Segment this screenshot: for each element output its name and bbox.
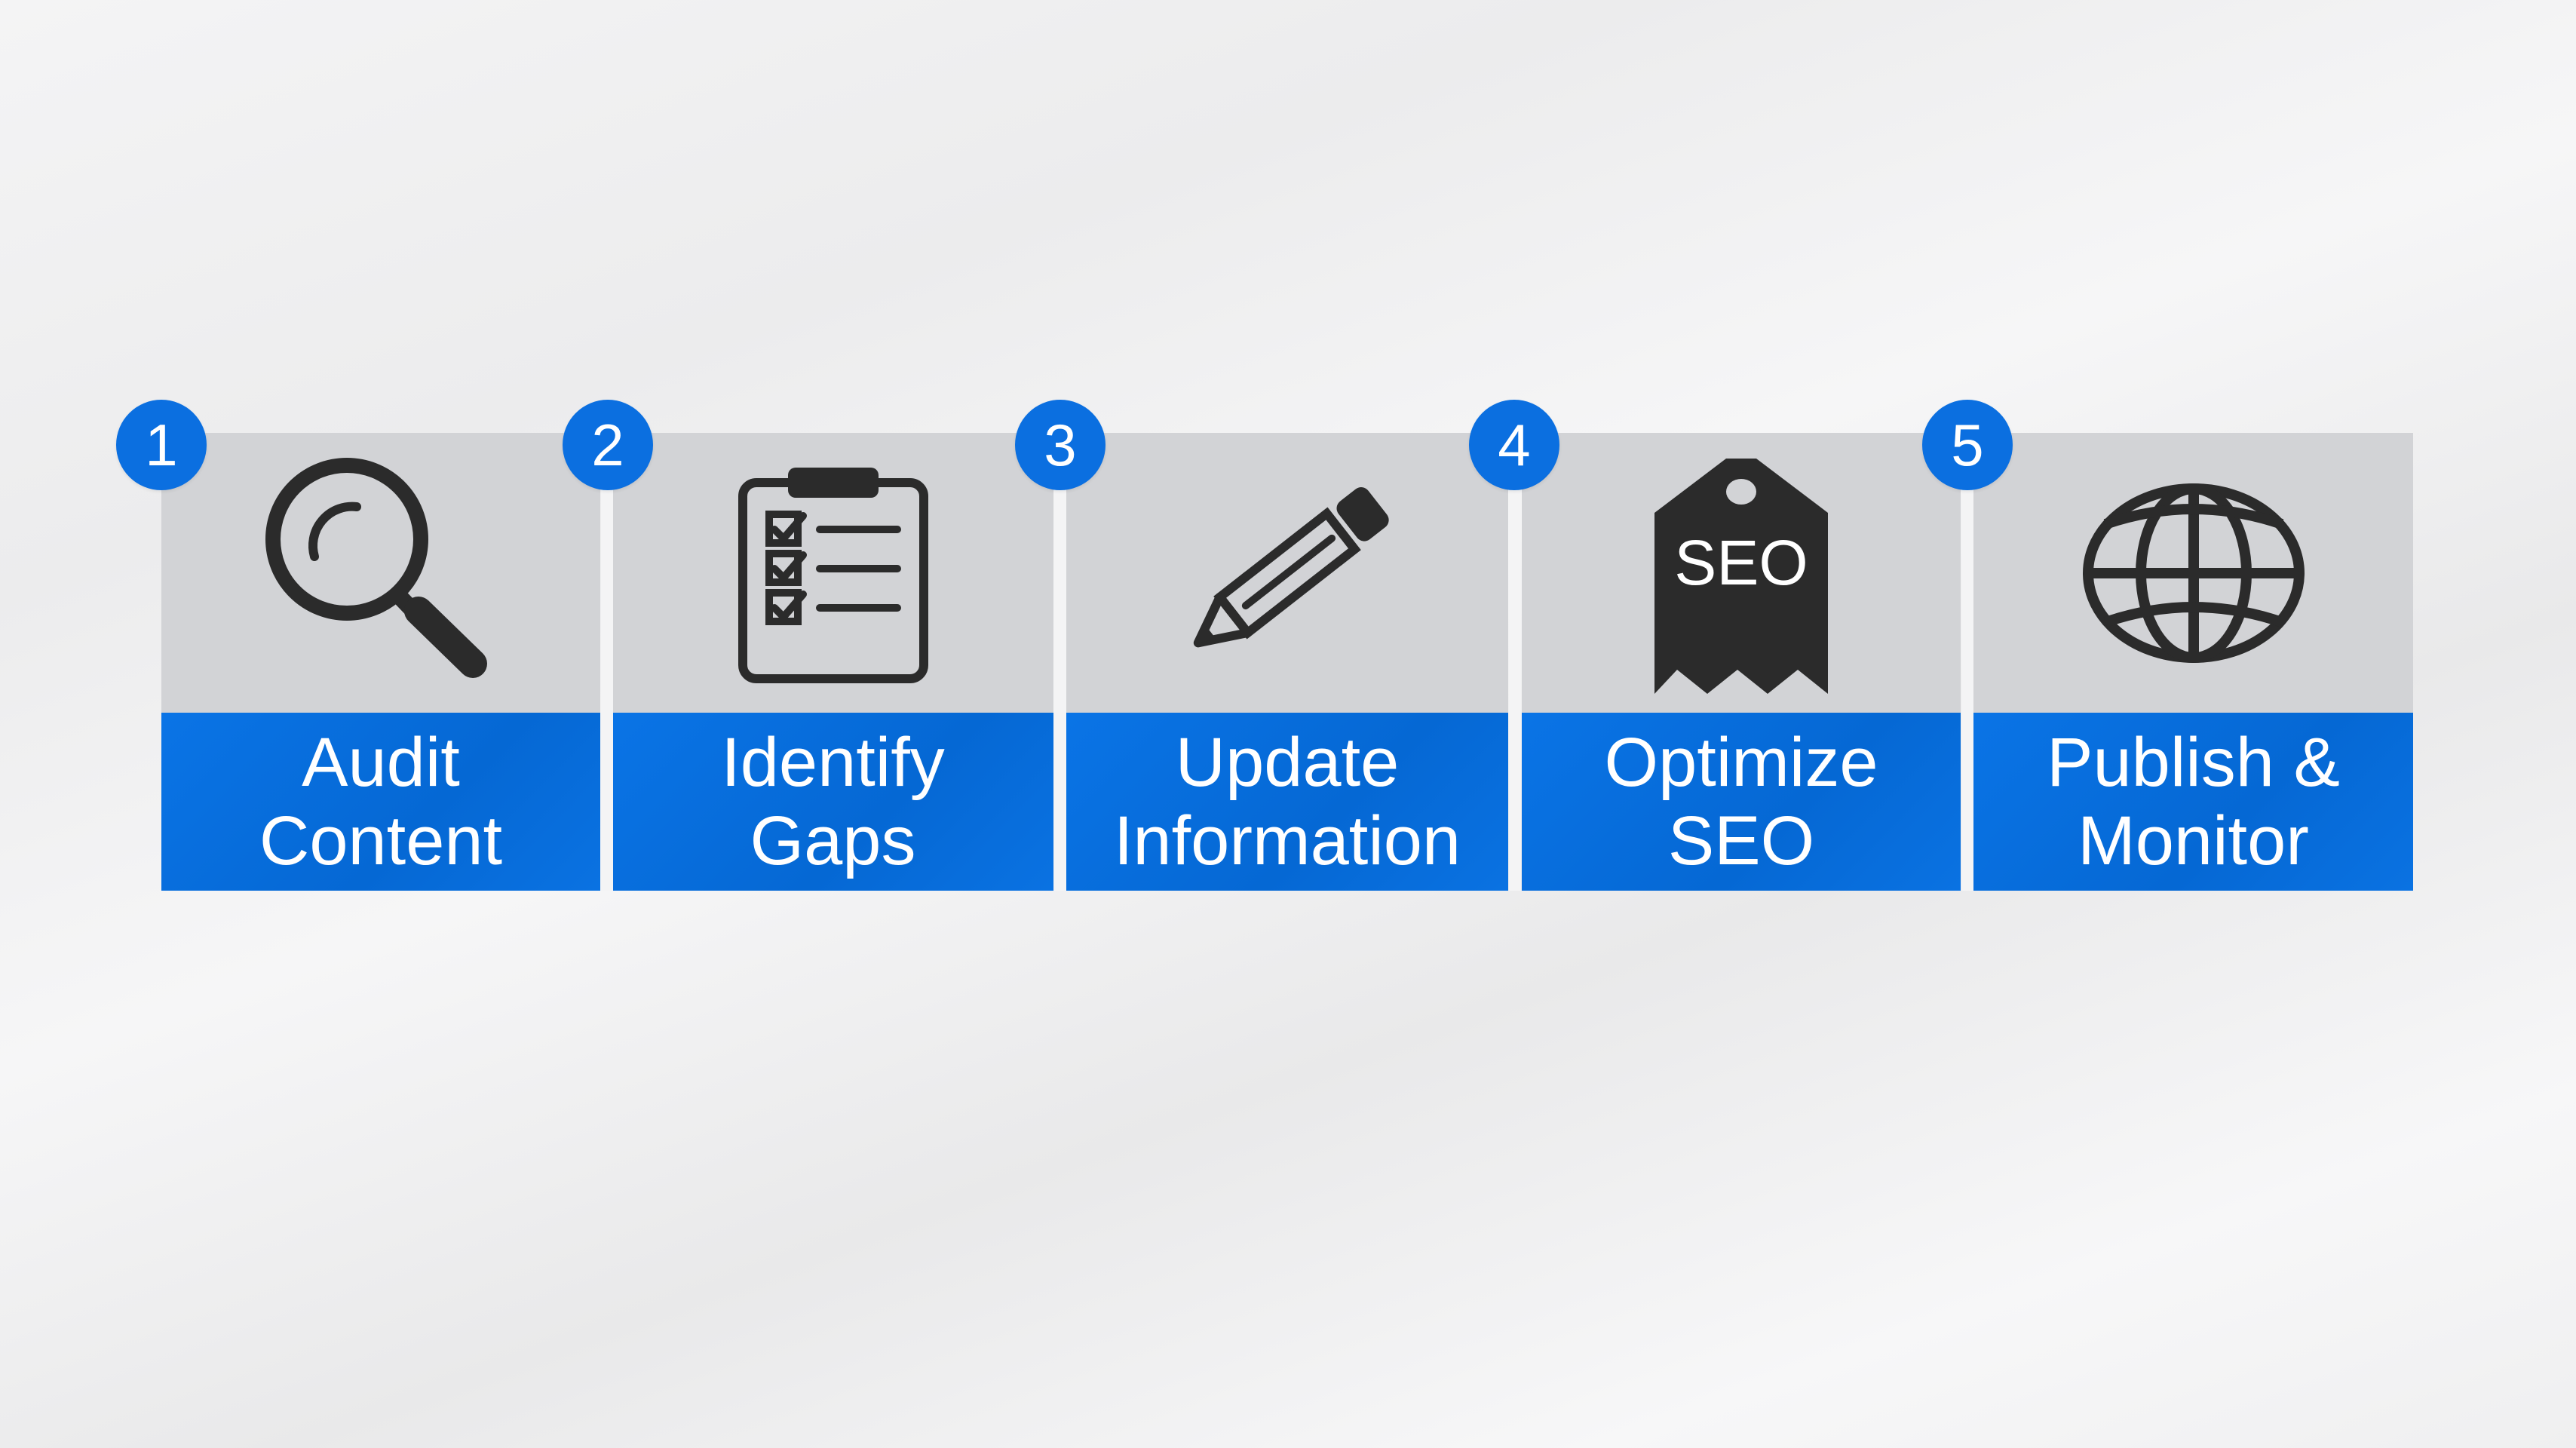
step-icon-panel: [1973, 433, 2413, 713]
step-divider: [1509, 468, 1521, 891]
step-label-line1: Audit: [302, 724, 460, 801]
step-divider: [1054, 468, 1066, 891]
step-number-badge-2: 2: [563, 400, 653, 490]
step-label-line1: Identify: [721, 724, 945, 801]
step-label-panel: Publish &Monitor: [1973, 713, 2413, 891]
step-label-line1: Optimize: [1604, 724, 1878, 801]
step-divider: [1961, 468, 1973, 891]
pencil-icon: [1193, 486, 1389, 647]
step-label-line1: Publish &: [2047, 724, 2340, 801]
seo-tag-text: SEO: [1674, 527, 1808, 598]
seo-tag-icon: SEO: [1654, 458, 1828, 694]
step-label-line2: SEO: [1667, 802, 1815, 879]
step-card-5: Publish &Monitor: [1973, 433, 2413, 891]
step-icon-panel: SEO: [1522, 433, 1961, 713]
globe-icon: [2082, 483, 2305, 663]
step-label-line2: Gaps: [750, 802, 916, 879]
step-label-line1: Update: [1175, 724, 1400, 801]
step-icon-panel: [161, 433, 600, 713]
step-icon-panel: [612, 433, 1053, 713]
step-number-badge-4: 4: [1469, 400, 1559, 490]
step-label-line2: Content: [259, 802, 503, 879]
magnifying-glass-icon: [265, 457, 487, 678]
step-label-line2: Monitor: [2078, 802, 2309, 879]
step-label-line2: Information: [1113, 802, 1461, 879]
step-divider: [601, 468, 613, 891]
step-number-badge-3: 3: [1015, 400, 1106, 490]
step-icon-panel: [1066, 433, 1508, 713]
step-number-badge-5: 5: [1922, 400, 2013, 490]
step-number-badge-1: 1: [116, 400, 207, 490]
checklist-clipboard-icon: [738, 467, 928, 683]
